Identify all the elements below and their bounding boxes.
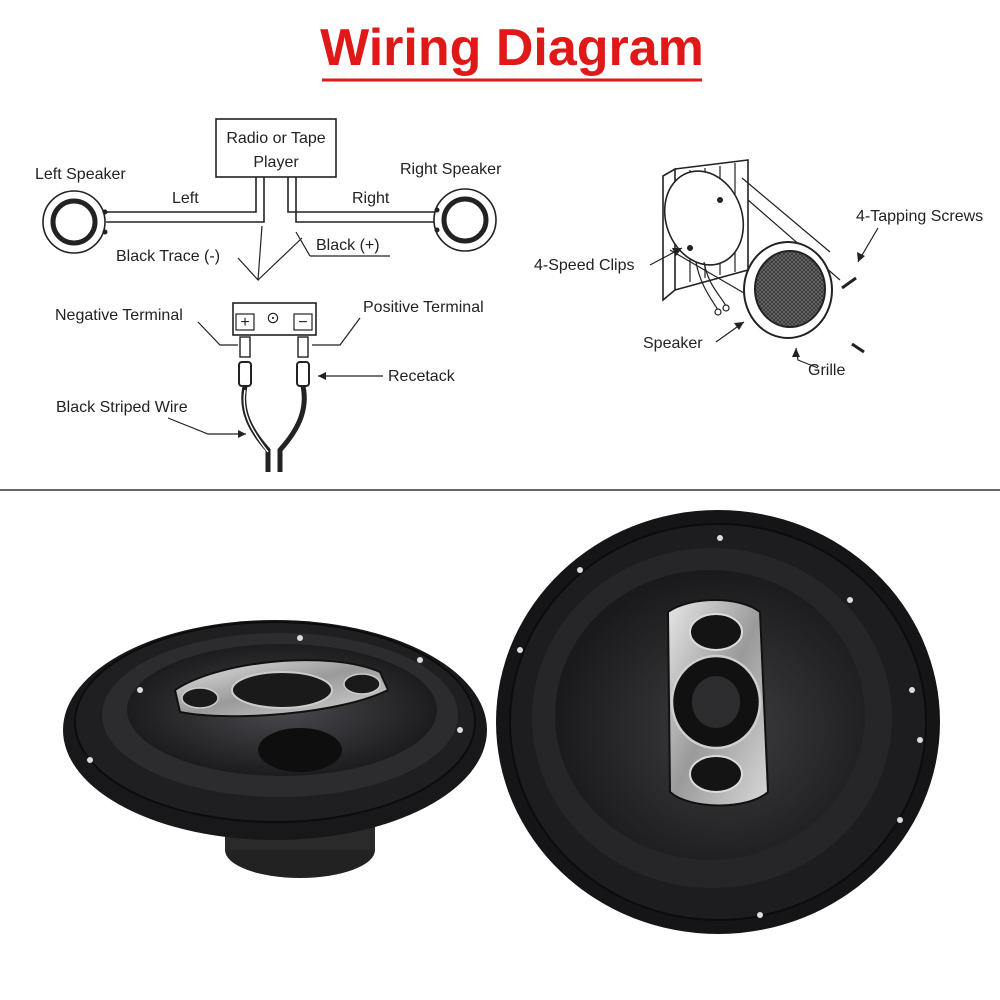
right-wire-label: Right <box>352 190 390 207</box>
installation-diagram: 4-Tapping Screws 4-Speed Clips Speaker G… <box>534 159 983 379</box>
recetack-connectors <box>238 336 310 387</box>
speed-clips-label: 4-Speed Clips <box>534 257 635 274</box>
negative-terminal-label: Negative Terminal <box>55 307 183 324</box>
positive-terminal-label: Positive Terminal <box>363 299 484 316</box>
terminal-block: + − ⊙ <box>232 302 317 336</box>
terminal-minus-symbol: − <box>298 314 307 331</box>
radio-player-label-line1: Radio or Tape <box>226 130 325 147</box>
speaker-left-icon <box>63 620 487 878</box>
black-striped-wire-label: Black Striped Wire <box>56 399 188 416</box>
screw-icon <box>841 276 865 354</box>
left-speaker-label: Left Speaker <box>35 166 126 183</box>
left-speaker-icon <box>42 190 108 254</box>
black-trace-label: Black Trace (-) <box>116 248 220 265</box>
grille-label: Grille <box>808 362 845 379</box>
radio-player-box <box>215 118 337 178</box>
speaker-photo <box>63 510 940 934</box>
right-speaker-label: Right Speaker <box>400 161 502 178</box>
striped-wire-icon <box>241 385 307 472</box>
recetack-label: Recetack <box>388 368 456 385</box>
wiring-diagram: Radio or Tape Player Left Speaker Left R… <box>35 118 502 472</box>
speaker-label: Speaker <box>643 335 703 352</box>
speaker-grille-icon <box>743 241 833 339</box>
page-title: Wiring Diagram <box>320 19 704 77</box>
left-wire-label: Left <box>172 190 199 207</box>
terminal-center-symbol: ⊙ <box>266 310 279 327</box>
right-speaker-icon <box>433 188 497 252</box>
terminal-plus-symbol: + <box>240 314 249 331</box>
radio-player-label-line2: Player <box>253 154 299 171</box>
speaker-right-icon <box>496 510 940 934</box>
tapping-screws-label: 4-Tapping Screws <box>856 208 983 225</box>
black-plus-label: Black (+) <box>316 237 380 254</box>
